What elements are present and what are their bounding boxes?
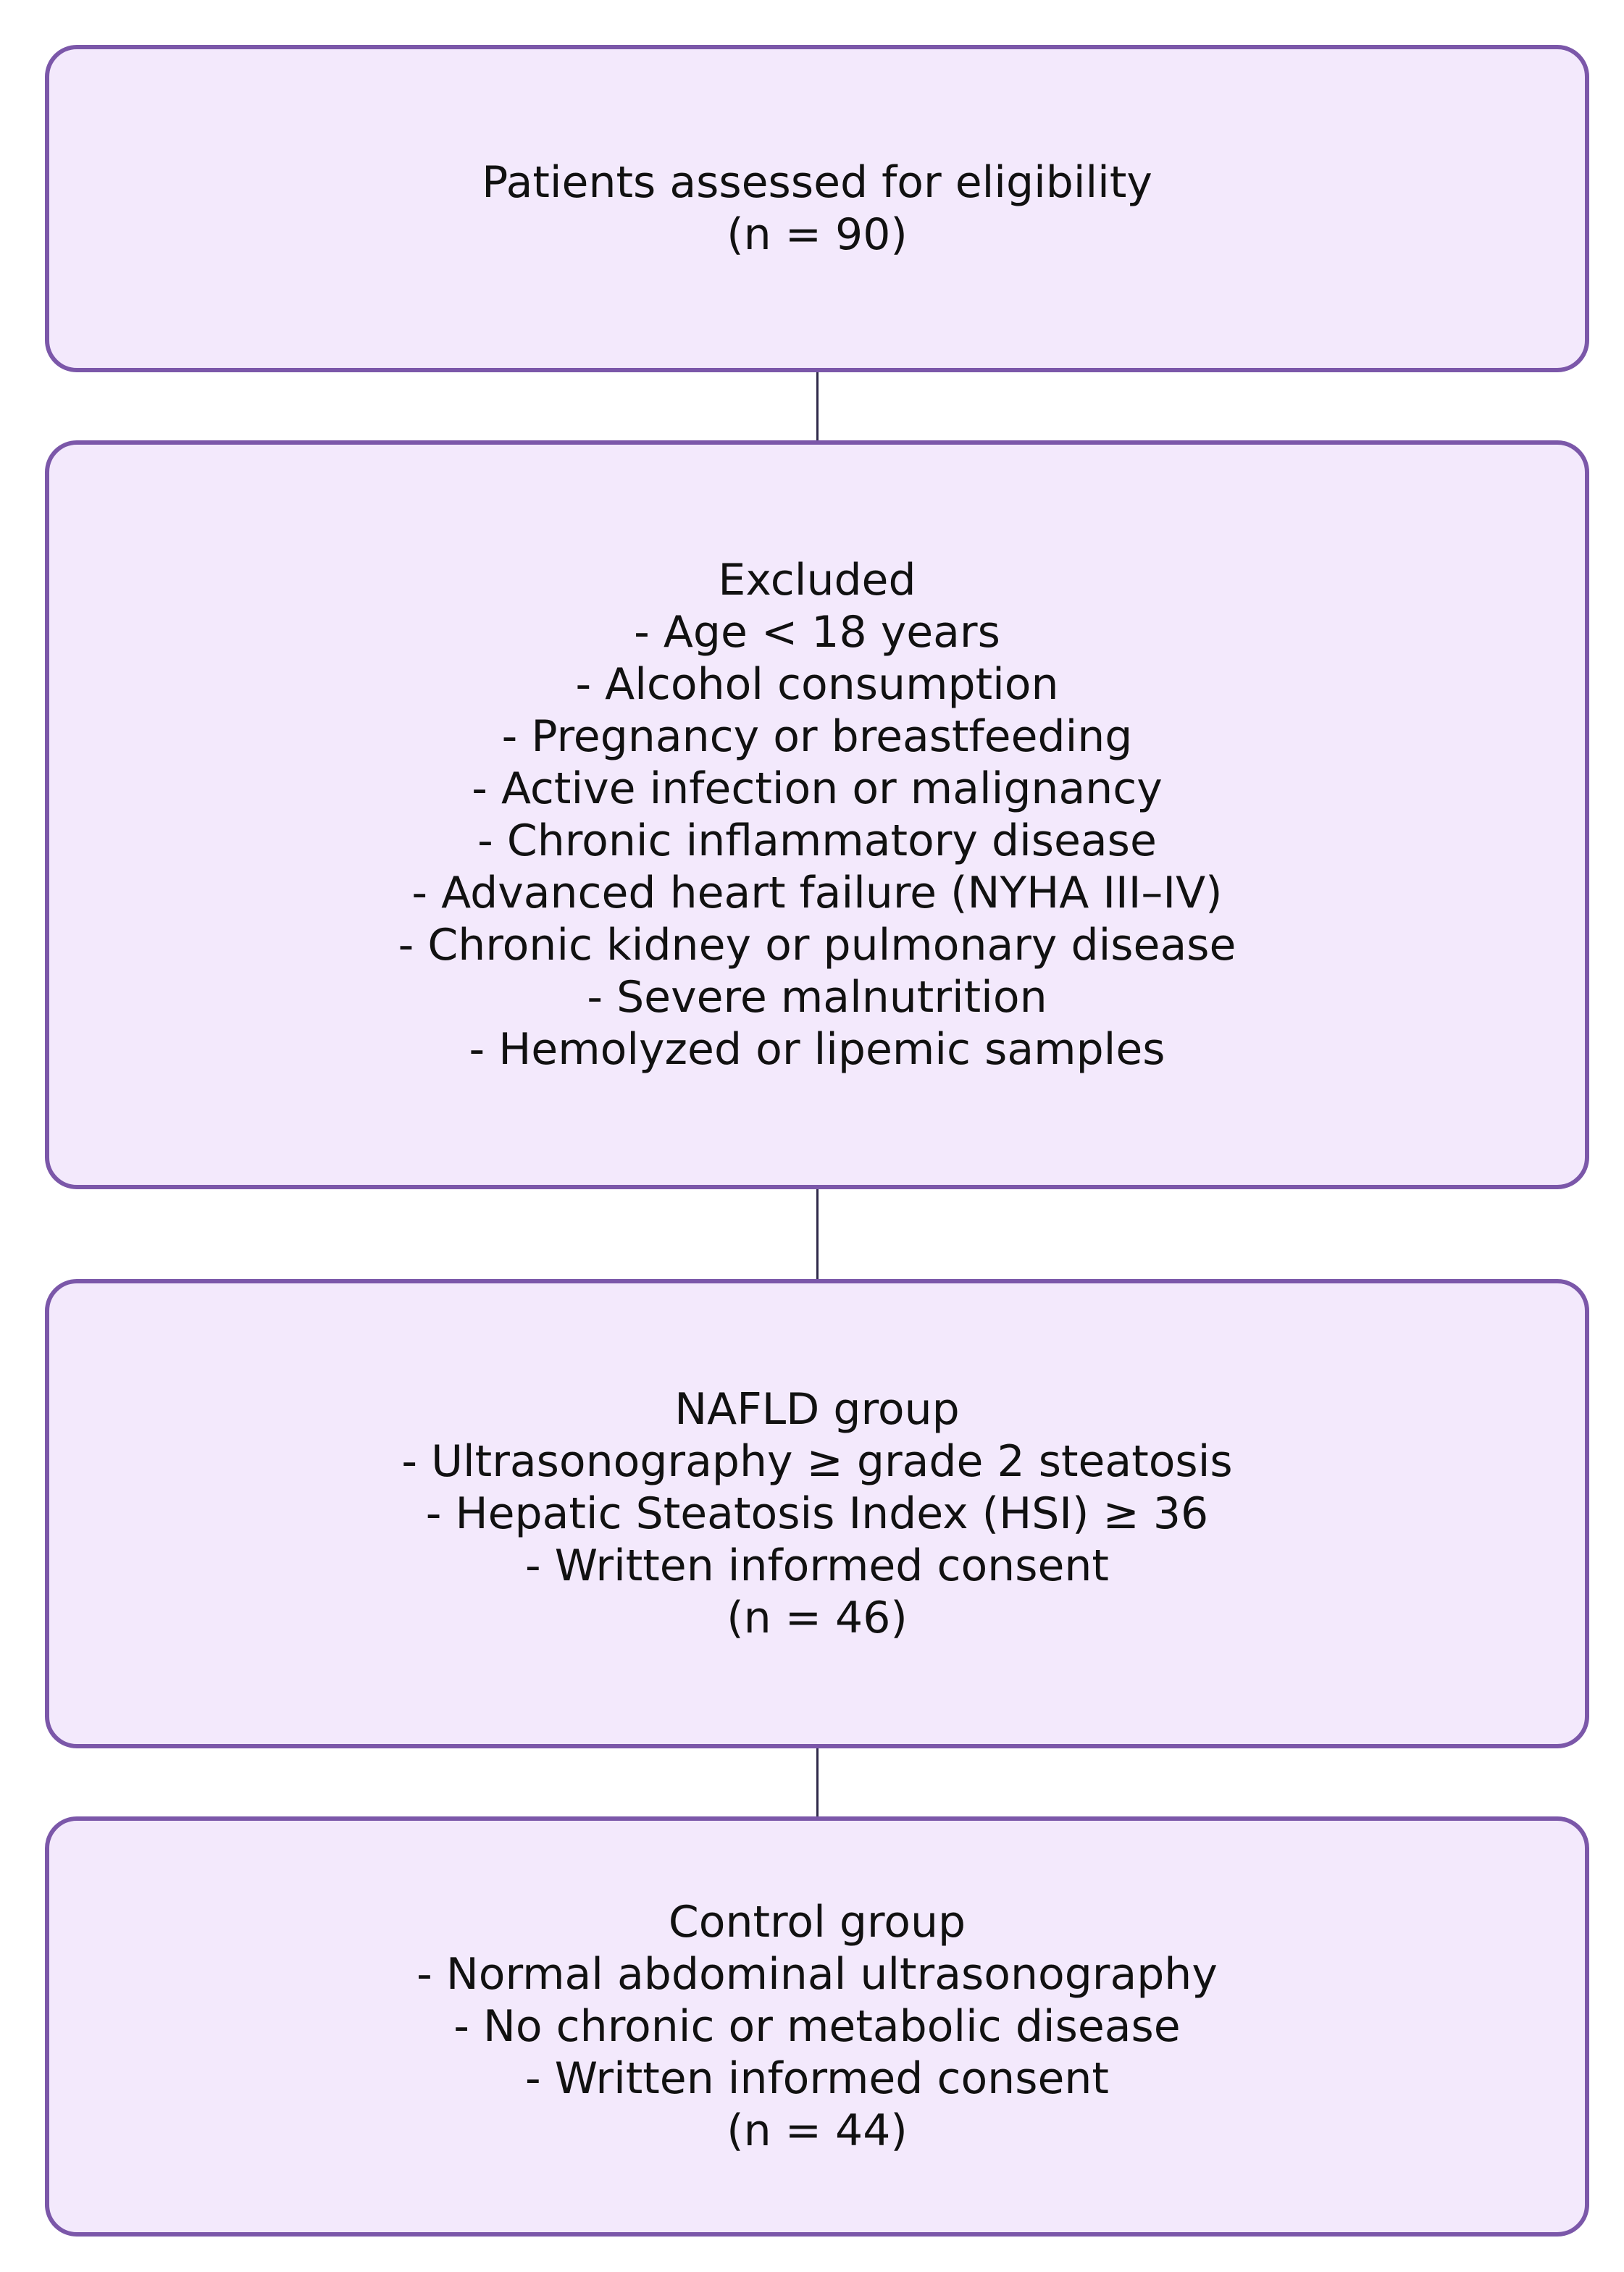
eligibility-count: (n = 90) xyxy=(727,209,908,260)
nafld-criterion: - Ultrasonography ≥ grade 2 steatosis xyxy=(401,1436,1233,1487)
excluded-criterion: - Severe malnutrition xyxy=(587,972,1047,1023)
control-criterion: - Normal abdominal ultrasonography xyxy=(417,1949,1218,2000)
excluded-criterion: - Alcohol consumption xyxy=(575,659,1059,710)
connector-eligibility-to-excluded xyxy=(816,371,819,442)
nafld-criterion: - Hepatic Steatosis Index (HSI) ≥ 36 xyxy=(425,1488,1209,1539)
connector-nafld-to-control xyxy=(816,1747,819,1819)
nafld-group-title: NAFLD group xyxy=(674,1384,960,1435)
nafld-group-box: NAFLD group - Ultrasonography ≥ grade 2 … xyxy=(45,1279,1589,1748)
excluded-text: Excluded - Age < 18 years - Alcohol cons… xyxy=(398,554,1236,1076)
eligibility-box: Patients assessed for eligibility (n = 9… xyxy=(45,45,1589,372)
excluded-criterion: - Pregnancy or breastfeeding xyxy=(501,711,1133,762)
eligibility-text: Patients assessed for eligibility (n = 9… xyxy=(482,156,1152,261)
excluded-criterion: - Advanced heart failure (NYHA III–IV) xyxy=(411,868,1223,918)
excluded-criterion: - Active infection or malignancy xyxy=(472,763,1163,814)
control-group-count: (n = 44) xyxy=(727,2105,908,2156)
connector-excluded-to-nafld xyxy=(816,1188,819,1282)
control-group-title: Control group xyxy=(668,1897,966,1948)
control-group-text: Control group - Normal abdominal ultraso… xyxy=(417,1896,1218,2157)
excluded-criterion: - Age < 18 years xyxy=(634,607,1000,658)
control-criterion: - No chronic or metabolic disease xyxy=(453,2001,1181,2052)
excluded-criterion: - Chronic inflammatory disease xyxy=(477,816,1157,866)
nafld-group-count: (n = 46) xyxy=(727,1593,908,1643)
control-criterion: - Written informed consent xyxy=(525,2053,1109,2104)
control-group-box: Control group - Normal abdominal ultraso… xyxy=(45,1816,1589,2237)
excluded-box: Excluded - Age < 18 years - Alcohol cons… xyxy=(45,440,1589,1189)
excluded-criterion: - Chronic kidney or pulmonary disease xyxy=(398,920,1236,971)
nafld-criterion: - Written informed consent xyxy=(525,1540,1109,1591)
excluded-criterion: - Hemolyzed or lipemic samples xyxy=(469,1024,1165,1075)
nafld-group-text: NAFLD group - Ultrasonography ≥ grade 2 … xyxy=(401,1383,1232,1644)
eligibility-title: Patients assessed for eligibility xyxy=(482,157,1152,208)
excluded-title: Excluded xyxy=(718,555,916,605)
